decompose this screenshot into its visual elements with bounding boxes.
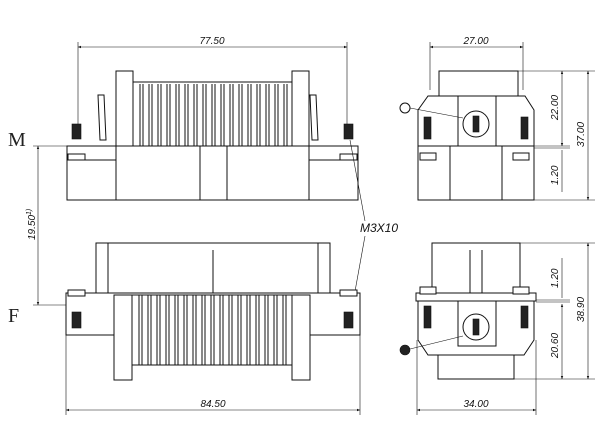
dimension-bottom-side-width: 34.00 [463,399,488,410]
screw-callout-label: M3X10 [360,221,398,235]
housing-side-view: 1.20 38.90 20.60 34.00 [399,242,595,415]
ground-symbol-icon [399,102,411,114]
screw-icon [71,311,82,329]
screw-icon [71,123,82,140]
dimension-bottom-side-height-total: 38.90 [576,297,587,322]
dimension-bottom-side-height-lower: 20.60 [550,333,561,359]
hood-front-view: 77.50 [66,36,359,201]
screw-icon [343,123,354,140]
mount-label-f: F [8,305,19,327]
hood-side-view: 27.00 22.00 37.00 1.20 [399,36,595,201]
dimension-bottom-front-width: 84.50 [200,399,225,410]
dimension-bottom-side-gap: 1.20 [550,268,561,288]
screw-icon [343,311,354,329]
ground-symbol-icon [399,344,411,356]
dimension-top-front-width: 77.50 [199,36,224,47]
dimension-top-side-height-total: 37.00 [576,122,587,147]
dimension-mating-distance: 19.501) [26,209,38,240]
dimension-top-side-width: 27.00 [462,36,488,47]
dimension-top-side-gap: 1.20 [550,165,561,185]
dimension-top-side-height-upper: 22.00 [550,95,561,121]
housing-front-view: 84.50 [65,242,361,415]
mount-label-m: M [8,129,26,151]
